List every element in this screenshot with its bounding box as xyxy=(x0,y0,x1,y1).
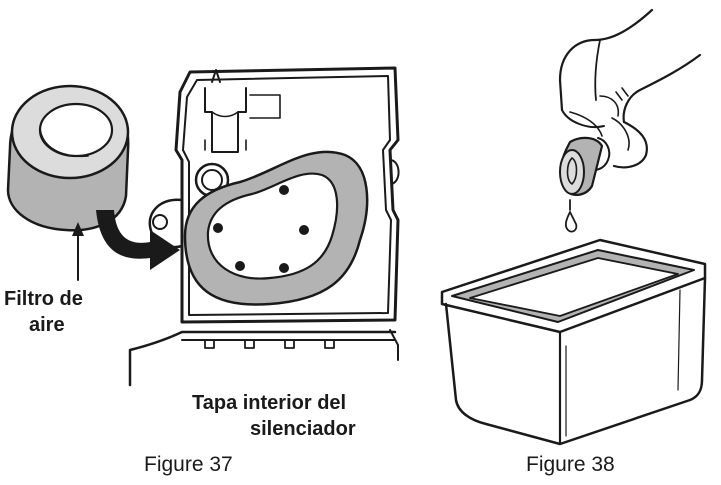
figure-37-caption: Figure 37 xyxy=(144,453,233,476)
oil-tray xyxy=(440,238,707,446)
cover-label-line2: silenciador xyxy=(250,418,356,440)
air-filter-label-line1: Filtro de xyxy=(4,288,83,310)
oil-drop-icon xyxy=(564,211,578,233)
figure-38-caption: Figure 38 xyxy=(526,453,615,476)
hand-illustration xyxy=(558,8,702,171)
air-filter-ring xyxy=(6,84,130,232)
cover-label-line1: Tapa interior del xyxy=(192,392,347,414)
muffler-inner-cover xyxy=(128,66,400,387)
squeezed-filter-roll xyxy=(559,136,604,211)
curved-arrow-icon xyxy=(96,210,180,270)
air-filter-label-line2: aire xyxy=(29,314,65,336)
